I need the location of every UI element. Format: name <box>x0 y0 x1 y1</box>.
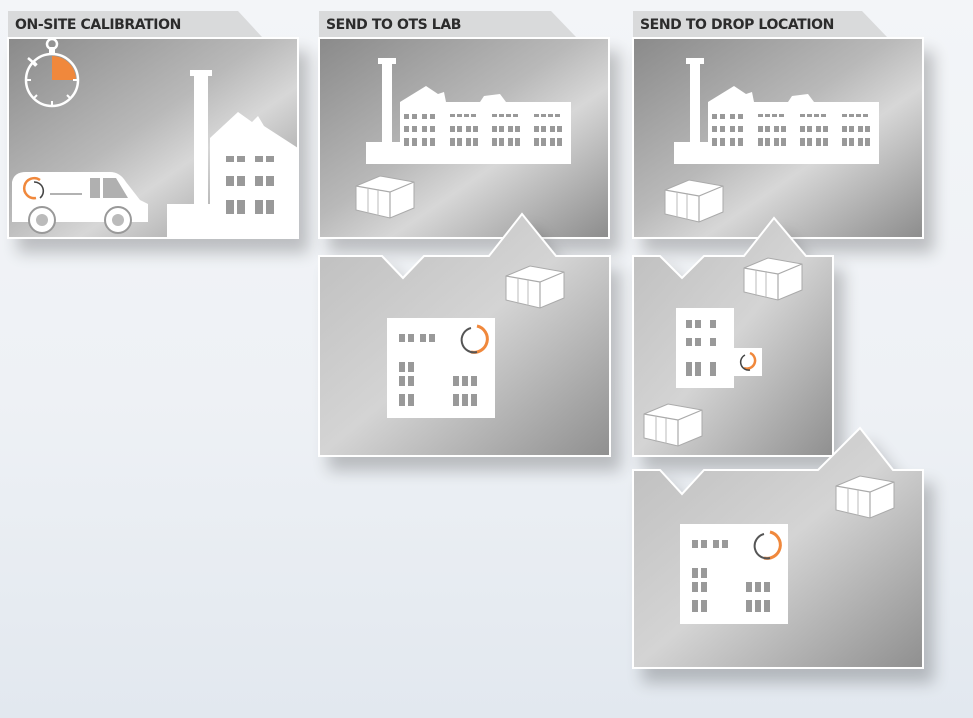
package-icon <box>743 257 803 301</box>
tab-label-on-site-calibration: ON-SITE CALIBRATION <box>15 17 181 33</box>
tab-label-container: SEND TO DROP LOCATION <box>633 11 887 39</box>
lab-building-icon <box>678 522 790 626</box>
tab-label-container: ON-SITE CALIBRATION <box>8 11 262 39</box>
factory-icon <box>167 70 298 238</box>
van-icon <box>12 172 148 234</box>
tab-label-send-to-ots-lab: SEND TO OTS LAB <box>326 17 462 33</box>
package-icon <box>505 265 565 309</box>
package-icon <box>643 403 703 447</box>
drop-building-icon <box>676 308 762 388</box>
lab-building-icon <box>385 316 497 420</box>
tab-label-container: SEND TO OTS LAB <box>319 11 576 39</box>
package-icon <box>355 175 415 219</box>
stopwatch-icon <box>24 37 80 108</box>
package-icon <box>835 475 895 519</box>
tab-send-to-ots-lab <box>319 11 576 37</box>
package-icon <box>664 179 724 223</box>
tab-send-to-drop-location <box>633 11 887 37</box>
tab-label-send-to-drop-location: SEND TO DROP LOCATION <box>640 17 834 33</box>
tab-on-site-calibration <box>8 11 262 37</box>
